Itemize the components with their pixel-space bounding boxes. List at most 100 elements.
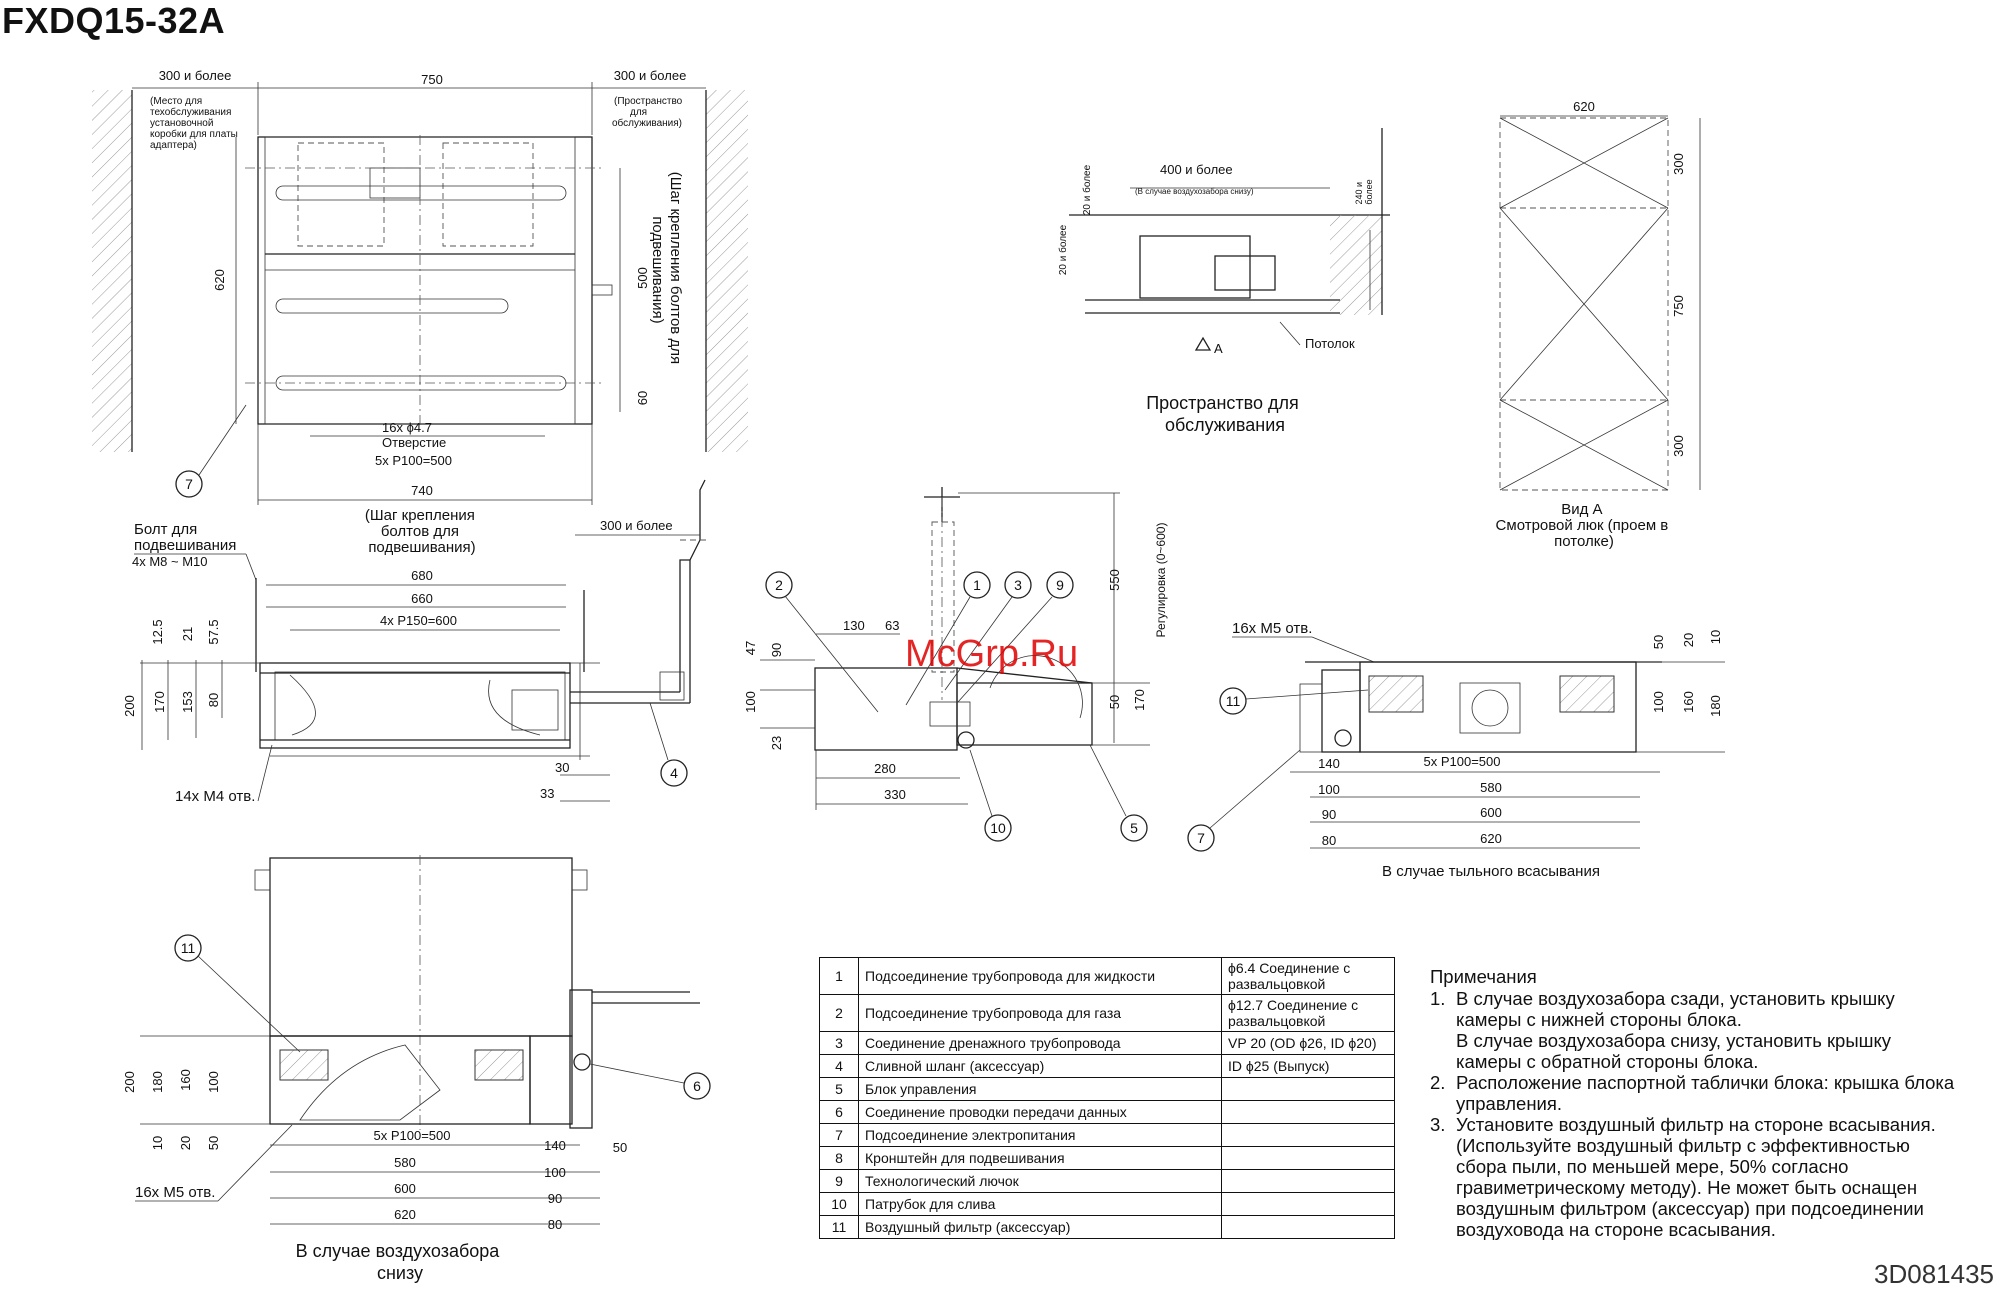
dim-620-top: 620	[212, 269, 227, 291]
svg-text:100: 100	[206, 1071, 221, 1093]
note-item: 2. Расположение паспортной таблички блок…	[1430, 1072, 1955, 1114]
callout-7: 7	[1197, 830, 1205, 846]
wall-hatch-right	[706, 90, 748, 452]
note-service-left: (Место для техобслуживания установочной …	[150, 96, 241, 151]
callout-3: 3	[1014, 577, 1022, 593]
callout-4: 4	[670, 765, 678, 781]
svg-text:160: 160	[178, 1069, 193, 1091]
bottom-caption: В случае воздухозабора снизу	[296, 1241, 505, 1283]
view-a-caption: Вид А Смотровой люк (проем в потолке)	[1496, 501, 1673, 550]
svg-text:600: 600	[1480, 805, 1502, 820]
service-space-view: 400 и более (В случае воздухозабора сниз…	[1057, 128, 1390, 435]
watermark: McGrp.Ru	[905, 633, 1079, 675]
callout-1: 1	[973, 577, 981, 593]
dim-750: 750	[421, 72, 443, 87]
svg-text:80: 80	[1322, 833, 1336, 848]
svg-text:50: 50	[613, 1140, 627, 1155]
view-a: 620 300 750 300 Вид А Смотровой люк (про…	[1496, 99, 1701, 550]
note-item: 1. В случае воздухозабора сзади, установ…	[1430, 988, 1895, 1072]
svg-text:620: 620	[1480, 831, 1502, 846]
holes-rear: 16x M5 отв.	[1232, 620, 1312, 637]
bottom-view: 5x P100=500 580 600 620 140 50 100 90 80…	[122, 855, 711, 1283]
svg-text:20 и более: 20 и более	[1057, 224, 1069, 275]
service-note: (В случае воздухозабора снизу)	[1135, 187, 1254, 196]
dim-620-view-a: 620	[1573, 99, 1595, 114]
callout-8: 7	[185, 476, 193, 492]
svg-text:50: 50	[1651, 635, 1666, 649]
svg-text:750: 750	[1671, 295, 1686, 317]
bolt-pitch-bottom: (Шаг крепления болтов для подвешивания)	[365, 507, 479, 556]
svg-text:140: 140	[1318, 756, 1340, 771]
dim-300-left: 300 и более	[159, 68, 232, 83]
svg-text:80: 80	[548, 1217, 562, 1232]
bolt-pitch-vertical: (Шаг крепления болтов для подвешивания)	[649, 172, 684, 368]
bottom-pitch: 5x P100=500	[374, 1128, 451, 1143]
svg-text:300: 300	[1671, 153, 1686, 175]
top-view: 300 и более 750 300 и более (Место для т…	[92, 68, 748, 556]
note-service-right: (Пространство для обслуживания)	[612, 96, 685, 129]
rear-view: 16x M5 отв. 5x P100=500 580 600 620 140 …	[1187, 620, 1725, 880]
svg-text:200: 200	[122, 695, 137, 717]
svg-text:300: 300	[1671, 435, 1686, 457]
drawing-title: FXDQ15-32A	[2, 0, 226, 41]
rear-caption: В случае тыльного всасывания	[1382, 863, 1600, 880]
svg-text:620: 620	[394, 1207, 416, 1222]
dim-170-side: 170	[1132, 689, 1147, 711]
front-view: Болт для подвешивания 4x M8 ~ M10 680 66…	[122, 479, 710, 805]
svg-text:200: 200	[122, 1071, 137, 1093]
hole-note: 16x ϕ4.7 Отверстие	[382, 420, 446, 450]
svg-text:580: 580	[394, 1155, 416, 1170]
bolt-size: 4x M8 ~ M10	[132, 554, 208, 569]
dim-680: 680	[411, 568, 433, 583]
svg-text:180: 180	[150, 1071, 165, 1093]
wall-hatch-left	[92, 90, 132, 452]
dim-400: 400 и более	[1160, 162, 1233, 177]
svg-text:90: 90	[769, 643, 784, 657]
svg-text:580: 580	[1480, 780, 1502, 795]
svg-text:12.5: 12.5	[150, 619, 165, 644]
callout-11-bottom: 11	[181, 940, 196, 956]
document-number: 3D081435	[1874, 1259, 1994, 1289]
callout-5: 5	[1130, 820, 1138, 836]
svg-text:170: 170	[152, 691, 167, 713]
callout-6: 6	[693, 1078, 701, 1094]
dim-740: 740	[411, 483, 433, 498]
side-view-body	[814, 667, 958, 751]
svg-text:20 и более: 20 и более	[1081, 164, 1093, 215]
dim-30: 30	[555, 760, 569, 775]
pitch-4x: 4x P150=600	[380, 613, 457, 628]
dim-500-right: 500	[635, 267, 650, 289]
notes: Примечания 1. В случае воздухозабора сза…	[1430, 966, 2008, 1240]
rear-pitch: 5x P100=500	[1424, 754, 1501, 769]
dim-50-side: 50	[1107, 695, 1122, 709]
service-caption: Пространство для обслуживания	[1146, 393, 1304, 435]
top-view-body	[257, 136, 593, 425]
svg-text:160: 160	[1681, 691, 1696, 713]
front-view-body	[259, 662, 571, 749]
svg-text:57.5: 57.5	[206, 619, 221, 644]
bolt-label: Болт для подвешивания	[134, 521, 236, 554]
bottom-view-body	[269, 857, 573, 1037]
svg-text:47: 47	[743, 641, 758, 655]
adjust-range: Регулировка (0~600)	[1154, 523, 1168, 638]
svg-text:180: 180	[1708, 695, 1723, 717]
svg-text:140: 140	[544, 1138, 566, 1153]
dim-300-more: 300 и более	[600, 518, 673, 533]
note-item: 3. Установите воздушный фильтр на сторон…	[1430, 1114, 1936, 1240]
svg-text:153: 153	[180, 691, 195, 713]
holes-front: 14x M4 отв.	[175, 788, 255, 805]
svg-text:100: 100	[1651, 691, 1666, 713]
dim-660: 660	[411, 591, 433, 606]
side-view: 550 Регулировка (0~600) 130 63 47 90 100…	[743, 487, 1168, 842]
pitch-note-top: 5x P100=500	[375, 453, 452, 468]
inspection-hatch	[1499, 117, 1669, 491]
